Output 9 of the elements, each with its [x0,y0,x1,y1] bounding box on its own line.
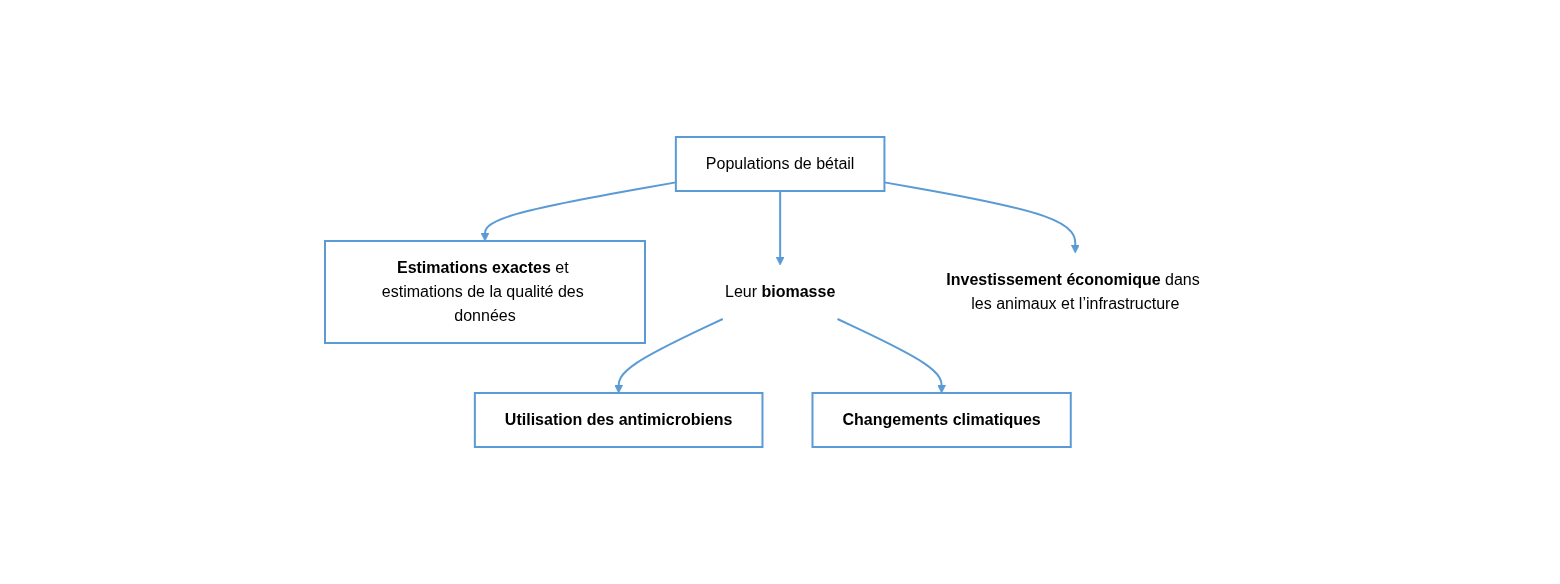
node-box: Utilisation des antimicrobiens [473,392,764,448]
arrow [836,318,946,394]
node-text: Investissement économique dans les animaux et l’infrastructure [946,271,1200,312]
arrow [614,318,724,394]
node-box: Estimations exactes et estimations de la qualité des données [323,240,646,344]
node-box: Populations de bétail [674,136,886,192]
arrow [775,190,785,266]
node-text: Leur biomasse [724,283,836,300]
node-box: Changements climatiques [811,392,1072,448]
